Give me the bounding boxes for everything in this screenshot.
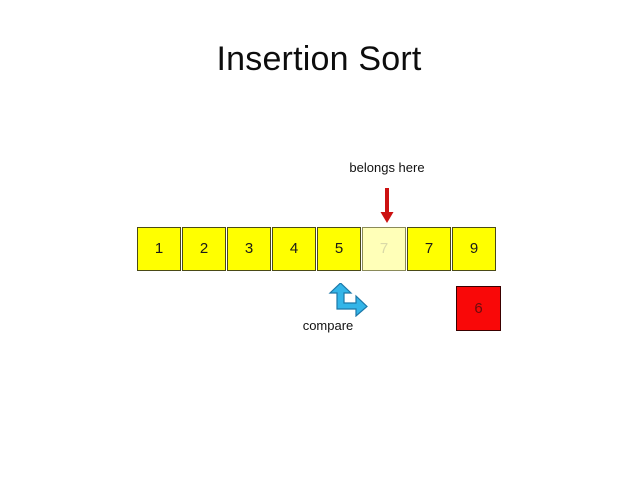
sorted-array-strip: 1 2 3 4 5 7 7 9 — [137, 227, 496, 271]
array-cell[interactable]: 5 — [317, 227, 361, 271]
array-cell[interactable]: 4 — [272, 227, 316, 271]
array-cell[interactable]: 7 — [407, 227, 451, 271]
key-value-box[interactable]: 6 — [456, 286, 501, 331]
bent-double-arrow-icon — [327, 282, 369, 318]
array-cell[interactable]: 1 — [137, 227, 181, 271]
down-arrow-icon — [377, 188, 397, 224]
belongs-here-label: belongs here — [349, 160, 425, 175]
page-title: Insertion Sort — [216, 40, 422, 78]
array-cell[interactable]: 2 — [182, 227, 226, 271]
array-cell[interactable]: 9 — [452, 227, 496, 271]
array-cell[interactable]: 3 — [227, 227, 271, 271]
array-cell-faded-insertion-slot[interactable]: 7 — [362, 227, 406, 271]
compare-label: compare — [302, 318, 354, 333]
